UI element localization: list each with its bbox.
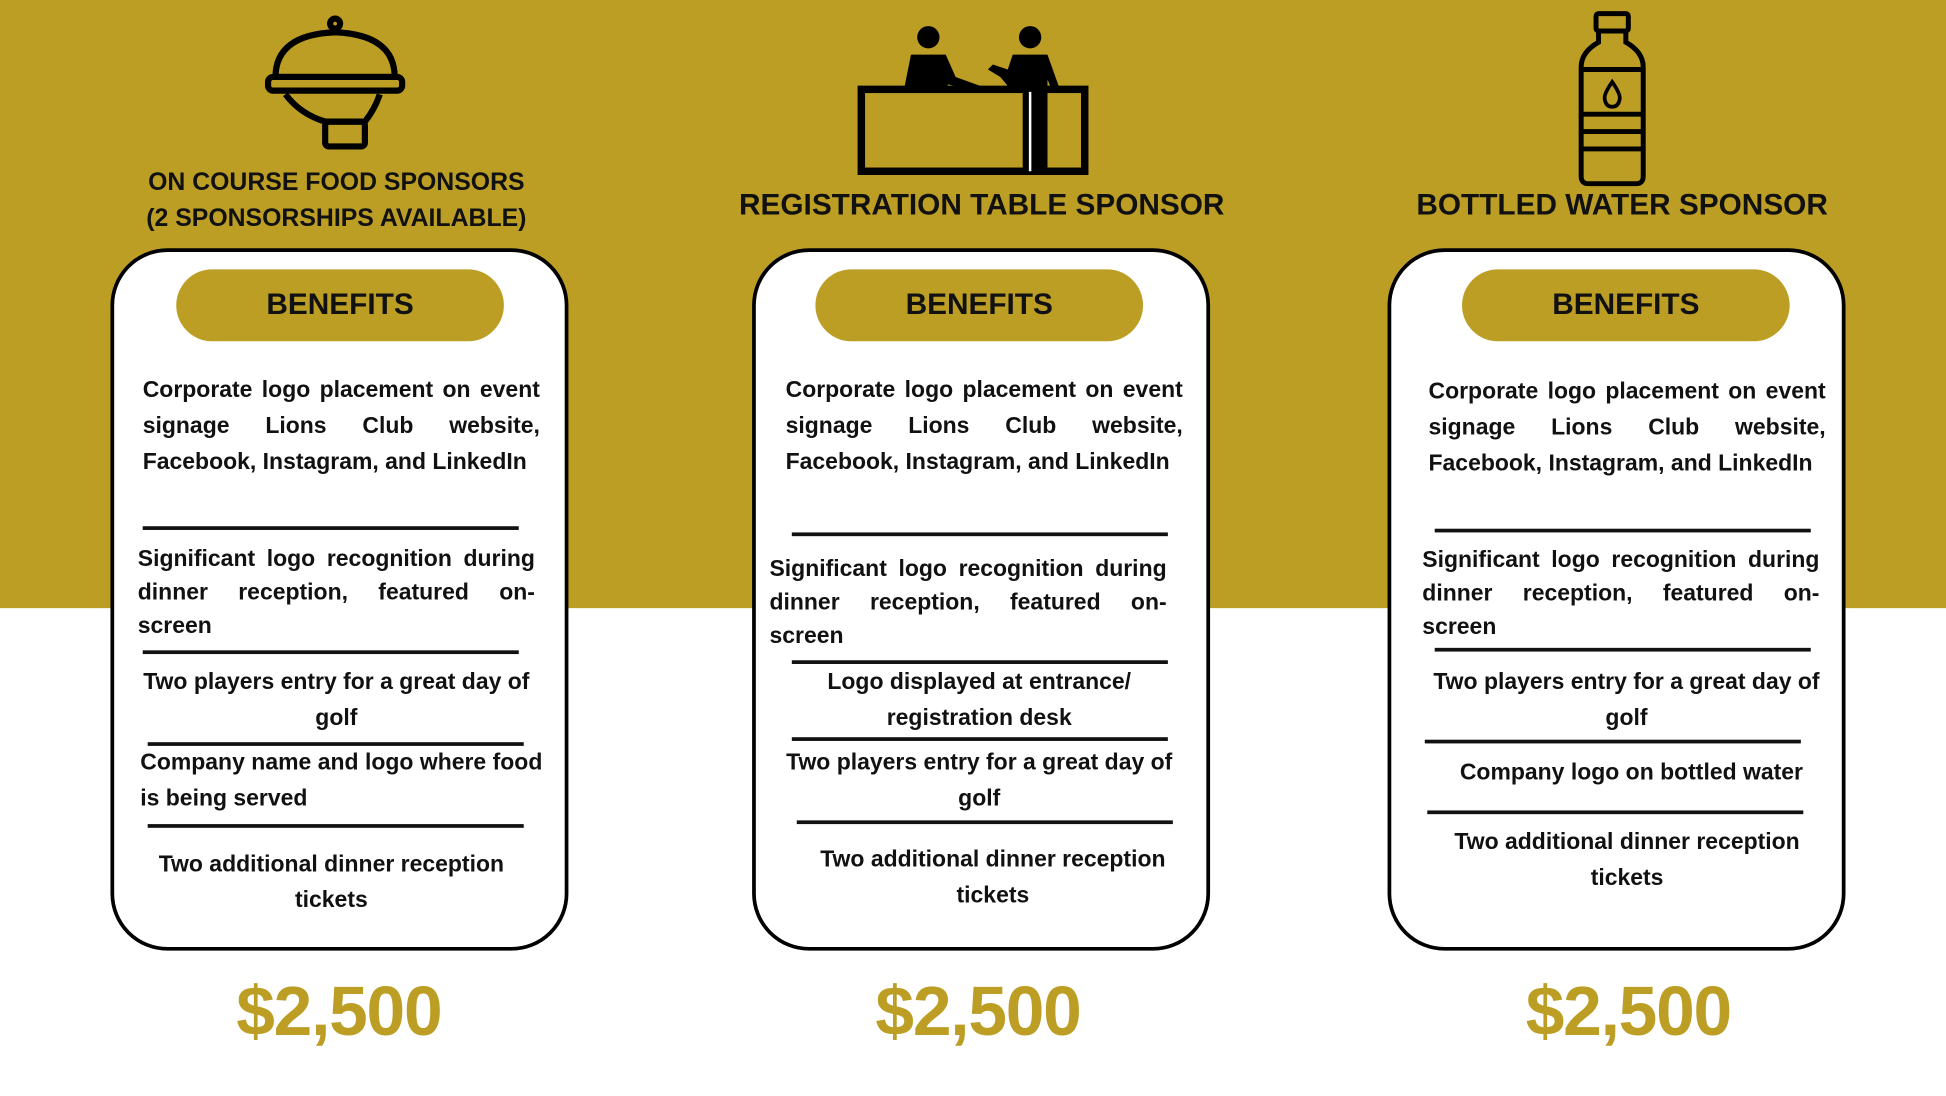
divider: [796, 820, 1173, 825]
title-availability: (2 SPONSORSHIPS AVAILABLE): [146, 204, 527, 233]
benefit-item: Company logo on bottled water: [1459, 758, 1803, 785]
divider: [147, 824, 524, 828]
benefit-item: Two additional dinner reception tickets: [1454, 827, 1800, 890]
benefit-item: Two players entry for a great day of gol…: [143, 667, 530, 730]
divider: [142, 526, 519, 530]
divider: [147, 742, 524, 746]
benefit-item: Corporate logo placement on event signag…: [1428, 377, 1826, 476]
divider: [1434, 647, 1811, 652]
divider: [1424, 739, 1801, 744]
benefit-item: Corporate logo placement on event signag…: [142, 376, 540, 475]
benefit-item: Two players entry for a great day of gol…: [1433, 667, 1820, 730]
food-cloche-icon: [264, 15, 406, 150]
divider: [791, 532, 1168, 537]
benefit-item: Two additional dinner reception tickets: [820, 845, 1166, 908]
divider: [791, 660, 1168, 664]
price-registration: $2,500: [875, 971, 1081, 1050]
benefit-item: Two players entry for a great day of gol…: [786, 748, 1173, 811]
benefits-card-water: BENEFITS Corporate logo placement on eve…: [1387, 248, 1846, 951]
benefit-item: Two additional dinner reception tickets: [158, 850, 505, 913]
price-food: $2,500: [236, 971, 442, 1050]
benefit-item: Significant logo recognition during dinn…: [137, 544, 535, 638]
benefits-heading: BENEFITS: [176, 269, 504, 342]
benefit-item: Company name and logo where food is bein…: [140, 748, 543, 811]
divider: [1427, 810, 1804, 815]
price-water: $2,500: [1525, 971, 1732, 1050]
water-bottle-icon: [1578, 11, 1646, 187]
registration-desk-icon: [857, 26, 1089, 175]
sponsor-title-food: ON COURSE FOOD SPONSORS (2 SPONSORSHIPS …: [146, 165, 526, 237]
divider: [142, 650, 519, 655]
benefits-heading: BENEFITS: [815, 269, 1144, 342]
benefit-item: Significant logo recognition during dinn…: [1422, 546, 1820, 640]
benefits-heading: BENEFITS: [1462, 269, 1790, 342]
divider: [1434, 528, 1811, 533]
benefits-card-registration: BENEFITS Corporate logo placement on eve…: [752, 248, 1211, 951]
sponsor-title-water: BOTTLED WATER SPONSOR: [1416, 188, 1828, 223]
title-line: ON COURSE FOOD SPONSORS: [148, 168, 525, 197]
divider: [791, 737, 1168, 741]
benefit-item: Logo displayed at entrance/ registration…: [827, 667, 1132, 730]
benefits-card-food: BENEFITS Corporate logo placement on eve…: [110, 248, 569, 951]
benefit-item: Significant logo recognition during dinn…: [769, 554, 1167, 648]
sponsor-title-registration: REGISTRATION TABLE SPONSOR: [738, 188, 1225, 223]
benefit-item: Corporate logo placement on event signag…: [785, 376, 1183, 475]
